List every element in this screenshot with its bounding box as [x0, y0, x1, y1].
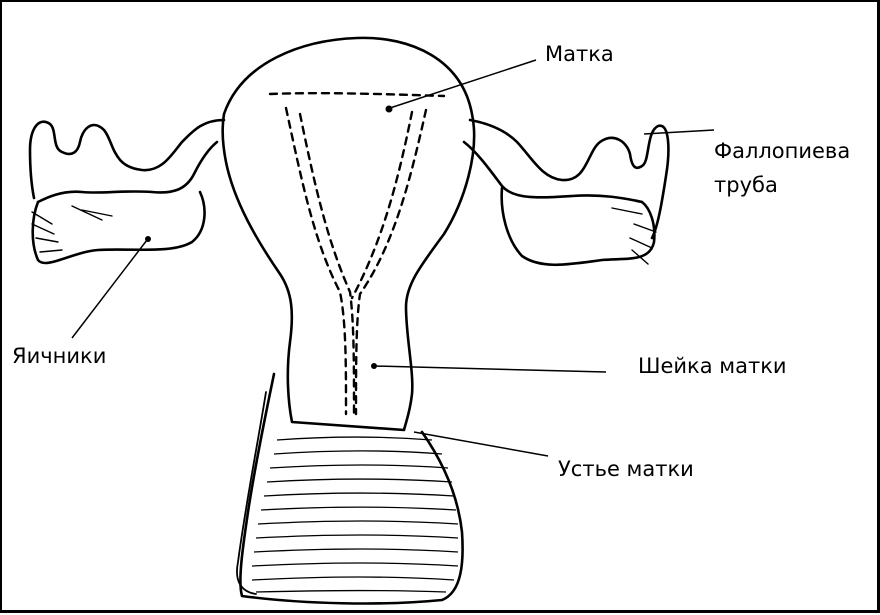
left-fimbriae: [32, 206, 112, 252]
vagina-outline: [240, 374, 462, 603]
label-cervix: Шейка матки: [638, 354, 787, 379]
label-fallopian-tube: Фаллопиева труба: [714, 134, 850, 202]
ovary-pointer-dot: [145, 236, 151, 242]
label-fallopian-tube-line2: труба: [714, 168, 850, 202]
uterus-body-outline: [223, 38, 474, 430]
label-fallopian-tube-line1: Фаллопиева: [714, 134, 850, 168]
label-ovaries: Яичники: [12, 344, 106, 369]
right-fallopian-tube-lower: [464, 142, 642, 202]
label-uterine-os: Устье матки: [558, 457, 694, 482]
vaginal-rugae-hatching: [252, 437, 458, 592]
uterine-cavity-top: [270, 93, 444, 96]
cervix-pointer-dot: [371, 363, 377, 369]
left-fallopian-tube: [30, 120, 224, 198]
uterine-cavity-right-inner: [352, 112, 412, 298]
uterine-cavity-right: [356, 110, 426, 414]
cervix-leader-line: [374, 366, 606, 372]
label-uterus: Матка: [545, 42, 614, 67]
ovaries-leader-line: [72, 240, 147, 338]
uterus-leader-line: [390, 60, 536, 108]
uterine-cavity-left: [286, 108, 346, 414]
left-ovary: [33, 192, 205, 263]
right-fallopian-tube: [470, 120, 668, 238]
uterus-pointer-dot: [386, 106, 393, 113]
left-fallopian-tube-lower: [38, 142, 217, 202]
right-fimbriae: [612, 208, 656, 264]
